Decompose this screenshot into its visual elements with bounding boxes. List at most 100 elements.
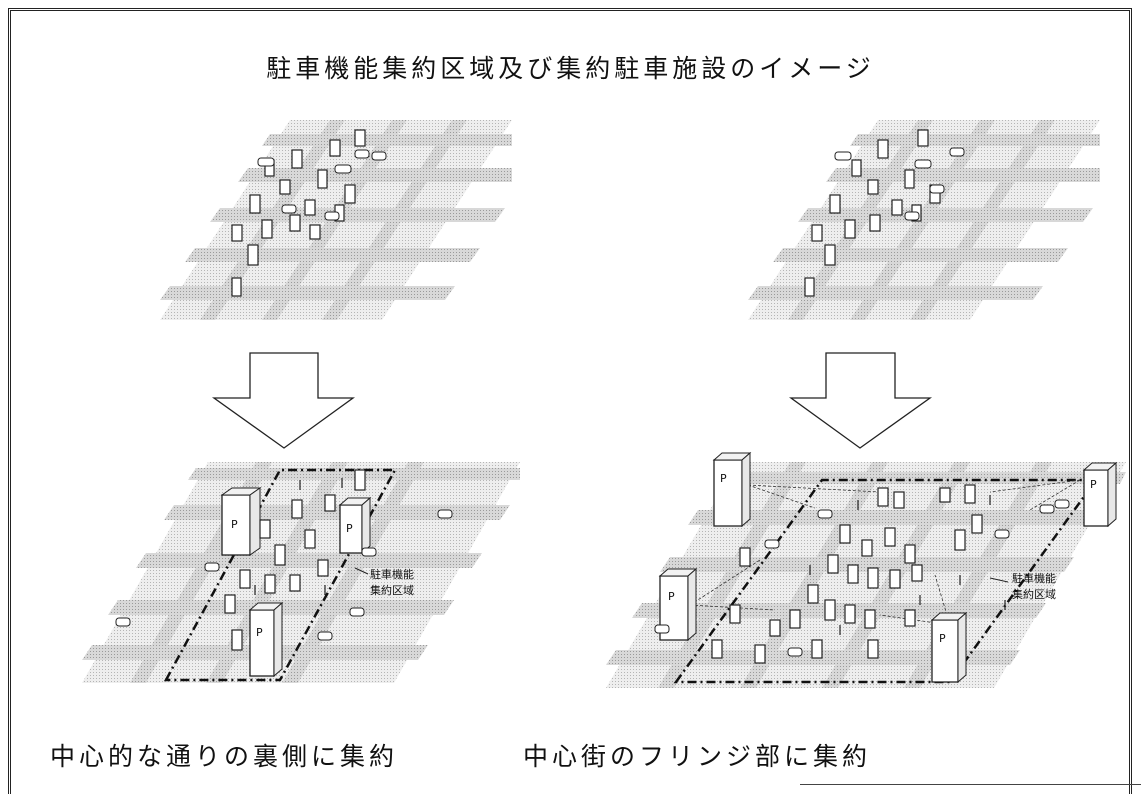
building-icon: [289, 214, 301, 232]
building-cluster: [231, 129, 366, 297]
building-icon: [324, 494, 336, 512]
building-icon: [247, 244, 259, 266]
building-icon: [824, 599, 836, 621]
building-icon: [864, 609, 876, 629]
building-icon: [911, 564, 923, 582]
parking-building-icon: P: [712, 451, 752, 528]
car-icon: [437, 509, 453, 519]
building-icon: [239, 569, 251, 589]
building-icon: [264, 574, 276, 594]
parking-symbol: P: [1090, 478, 1097, 491]
building-icon: [904, 169, 915, 189]
car-icon: [787, 647, 803, 657]
building-icon: [231, 277, 242, 297]
building-icon: [893, 491, 905, 509]
building-icon: [867, 567, 879, 589]
building-icon: [884, 527, 896, 547]
building-icon: [964, 484, 976, 504]
building-icon: [354, 469, 366, 491]
building-icon: [904, 544, 916, 564]
building-icon: [274, 544, 286, 566]
building-icon: [867, 639, 879, 659]
car-icon: [334, 164, 352, 174]
car-icon: [1054, 499, 1070, 509]
zone-label-leader: [989, 577, 1009, 583]
parking-building-icon: P: [658, 567, 698, 642]
car-icon: [929, 184, 945, 194]
city-map-bottom-right: P P P P: [606, 451, 1126, 688]
car-icon: [949, 147, 965, 157]
building-icon: [867, 179, 879, 195]
page-title: 駐車機能集約区域及び集約駐車施設のイメージ: [266, 54, 875, 83]
building-icon: [769, 619, 781, 637]
building-icon: [304, 199, 316, 216]
building-icon: [829, 194, 841, 214]
building-icon: [344, 184, 356, 204]
car-icon: [324, 211, 340, 221]
car-icon: [349, 607, 365, 617]
building-icon: [877, 487, 889, 507]
parking-symbol: P: [346, 522, 353, 535]
down-arrow-icon: [211, 352, 356, 449]
pedestrian-group: [254, 478, 343, 595]
parking-symbol: P: [939, 632, 946, 645]
car-icon: [904, 211, 920, 221]
caption-left: 中心的な通りの裏側に集約: [50, 742, 399, 771]
car-group: [115, 509, 453, 641]
building-icon: [891, 199, 903, 216]
car-group: [257, 149, 387, 221]
parking-symbol: P: [256, 626, 263, 639]
pedestrian-group: [809, 495, 1006, 635]
building-icon: [939, 487, 951, 503]
building-icon: [877, 139, 889, 159]
building-icon: [231, 629, 243, 651]
zone-label-line-2: 集約区域: [370, 583, 414, 597]
building-icon: [811, 639, 823, 659]
building-icon: [309, 224, 321, 240]
car-icon: [204, 562, 220, 572]
parking-symbol: P: [668, 590, 675, 603]
car-icon: [817, 509, 833, 519]
car-group: [834, 147, 965, 221]
car-icon: [257, 157, 275, 167]
building-icon: [861, 539, 873, 557]
car-icon: [371, 151, 387, 161]
parking-building-icon: P: [338, 496, 372, 555]
zone-label-line-1: 駐車機能: [1012, 571, 1056, 585]
building-icon: [259, 519, 271, 539]
building-icon: [224, 594, 236, 614]
building-icon: [904, 609, 916, 627]
car-icon: [764, 539, 780, 549]
parking-building-icon: P: [1082, 461, 1118, 528]
road-grid: [748, 120, 1100, 320]
car-icon: [994, 529, 1010, 539]
parking-building-icon: P: [930, 611, 968, 684]
building-icon: [354, 129, 366, 147]
building-icon: [971, 514, 983, 534]
building-icon: [847, 564, 859, 584]
bottom-right-rule: [800, 784, 1141, 785]
building-icon: [827, 554, 839, 574]
building-icon: [291, 499, 303, 519]
building-icon: [317, 559, 329, 577]
car-icon: [834, 151, 852, 161]
car-icon: [1039, 504, 1055, 514]
parking-symbol: P: [231, 518, 238, 531]
car-icon: [317, 631, 333, 641]
zone-label-line-1: 駐車機能: [370, 567, 414, 581]
building-icon: [329, 139, 341, 157]
building-icon: [889, 569, 901, 589]
zone-label-leader: [354, 567, 369, 575]
building-icon: [839, 524, 851, 544]
car-icon: [115, 617, 131, 627]
building-icon: [291, 149, 303, 169]
building-icon: [249, 194, 261, 214]
car-icon: [281, 204, 297, 214]
car-icon: [654, 624, 670, 634]
building-icon: [304, 529, 316, 549]
page-frame: [8, 8, 1132, 794]
building-icon: [261, 219, 273, 239]
down-arrow-icon: [788, 352, 933, 449]
city-map-bottom-left: P P P: [82, 462, 520, 683]
